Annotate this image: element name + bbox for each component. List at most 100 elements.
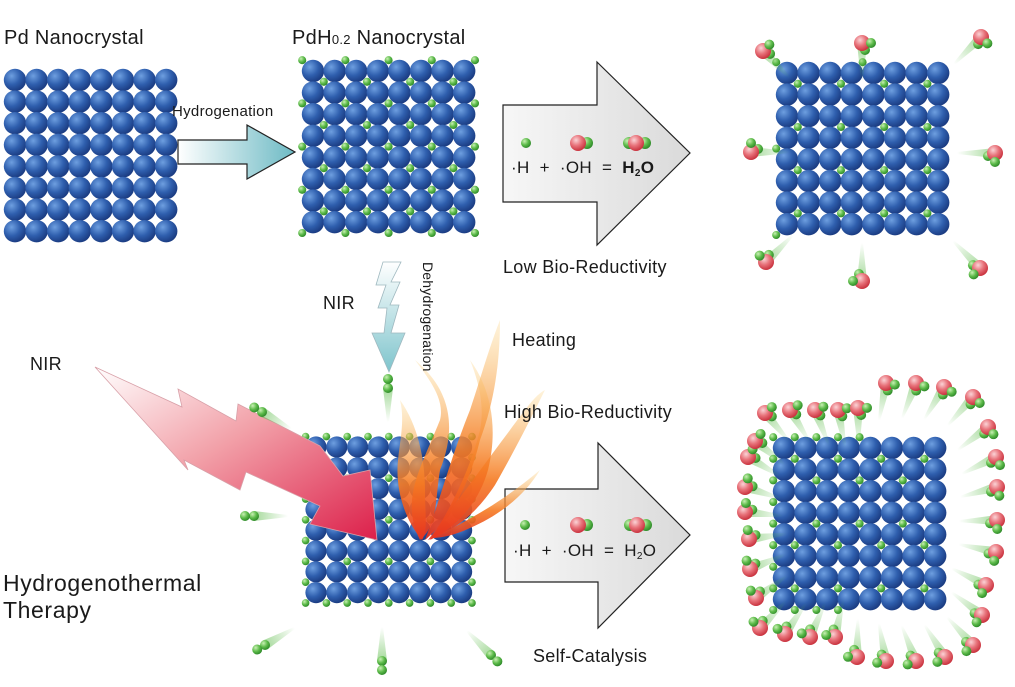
pd-atom: [3, 198, 27, 221]
pd-atom: [794, 458, 817, 481]
pd-atom: [409, 561, 431, 583]
h-atom: [812, 476, 821, 485]
pd-atom: [301, 124, 325, 147]
h-atom: [902, 659, 913, 670]
pd-atom: [90, 198, 113, 221]
pd-atom: [409, 582, 431, 604]
pd-atom: [816, 588, 839, 611]
o-atom: [830, 402, 846, 418]
pd-atom: [883, 83, 907, 106]
pd-atom: [819, 126, 842, 149]
pd-atom: [819, 61, 842, 85]
h-atom: [343, 599, 352, 607]
water-h: H: [624, 541, 637, 560]
pd-atom: [453, 189, 476, 212]
pd-atom: [155, 176, 178, 200]
h-atom: [468, 578, 476, 587]
pd-atom: [111, 90, 135, 113]
h-atom: [898, 519, 907, 528]
pd-atom: [905, 126, 928, 149]
h-atom: [920, 454, 929, 463]
h-radical-text: ·H: [513, 541, 532, 560]
h-atom: [742, 525, 753, 536]
h-atom: [449, 77, 458, 86]
pd-atom: [453, 146, 476, 169]
pd-atom: [305, 540, 327, 562]
h-atom: [746, 138, 756, 148]
h-atom: [790, 584, 799, 593]
oh-radical-text: ·OH: [561, 541, 594, 560]
h-atom: [362, 120, 372, 130]
pd-atom: [862, 61, 885, 85]
pd-atom: [431, 103, 454, 126]
pd-atom: [775, 191, 799, 214]
h-atom: [841, 403, 852, 414]
pd-atom: [840, 61, 863, 85]
pd-atom: [3, 112, 27, 135]
h-atom: [377, 665, 387, 675]
pd-atom: [47, 176, 70, 200]
pd-atom: [775, 83, 799, 106]
pd-atom: [772, 436, 796, 460]
h-atom: [877, 454, 886, 463]
reaction-arrow-bottom: [504, 441, 691, 630]
pd-atom: [816, 544, 839, 568]
pd-atom: [431, 124, 454, 147]
flame-tongue: [397, 400, 426, 540]
pd-atom: [862, 83, 885, 106]
h-atom: [769, 562, 778, 571]
pd-atom: [68, 220, 92, 243]
h-atom: [301, 536, 310, 545]
h-atom: [384, 56, 393, 65]
h-atom: [742, 473, 753, 484]
pd-atom: [880, 501, 904, 524]
h-atom: [384, 228, 393, 238]
reaction-arrow-top: [502, 60, 691, 247]
low-reductivity-lattice: [772, 58, 950, 240]
pd-atom: [924, 480, 947, 503]
pd-atom: [345, 189, 368, 212]
pd-atom: [345, 124, 368, 147]
pd-atom: [902, 480, 925, 503]
h-atom: [383, 374, 393, 384]
pd-atom: [902, 458, 925, 481]
h-atom: [362, 207, 372, 216]
pd-atom: [305, 582, 327, 604]
h-atom: [322, 599, 331, 607]
pd-atom: [409, 146, 433, 169]
pd-atom: [837, 458, 860, 481]
pd-atom: [797, 191, 820, 214]
pd-atom: [859, 544, 882, 568]
h-atom: [298, 56, 307, 65]
pd-atom: [859, 436, 882, 460]
h-atom: [520, 520, 530, 530]
pd-atom: [388, 146, 411, 169]
pd-atom: [862, 169, 885, 193]
h-atom: [880, 209, 889, 218]
pd-atom: [68, 90, 92, 113]
pd-atom: [902, 523, 925, 546]
pd-atom: [25, 198, 48, 221]
pd-atom: [305, 561, 327, 583]
h-atom: [812, 519, 821, 528]
h-atom: [260, 640, 270, 650]
pd-atom: [905, 191, 928, 214]
pd-atom: [323, 59, 346, 83]
pd-atom: [367, 561, 389, 583]
o-atom: [827, 629, 843, 645]
h-atom: [249, 402, 260, 413]
pd-atom: [794, 523, 817, 546]
equals-sign: =: [601, 158, 613, 177]
pd-atom: [388, 81, 411, 104]
h-atom: [301, 578, 310, 587]
pd-atom: [819, 169, 842, 193]
pd-atom: [326, 582, 348, 604]
pd-atom: [902, 501, 925, 524]
h-atom: [961, 646, 972, 657]
h-atom: [923, 122, 932, 132]
pd-atom: [880, 566, 904, 589]
self-catalysis-label: Self-Catalysis: [533, 646, 648, 666]
pd-atom: [111, 176, 135, 200]
pd-atom: [862, 126, 885, 149]
